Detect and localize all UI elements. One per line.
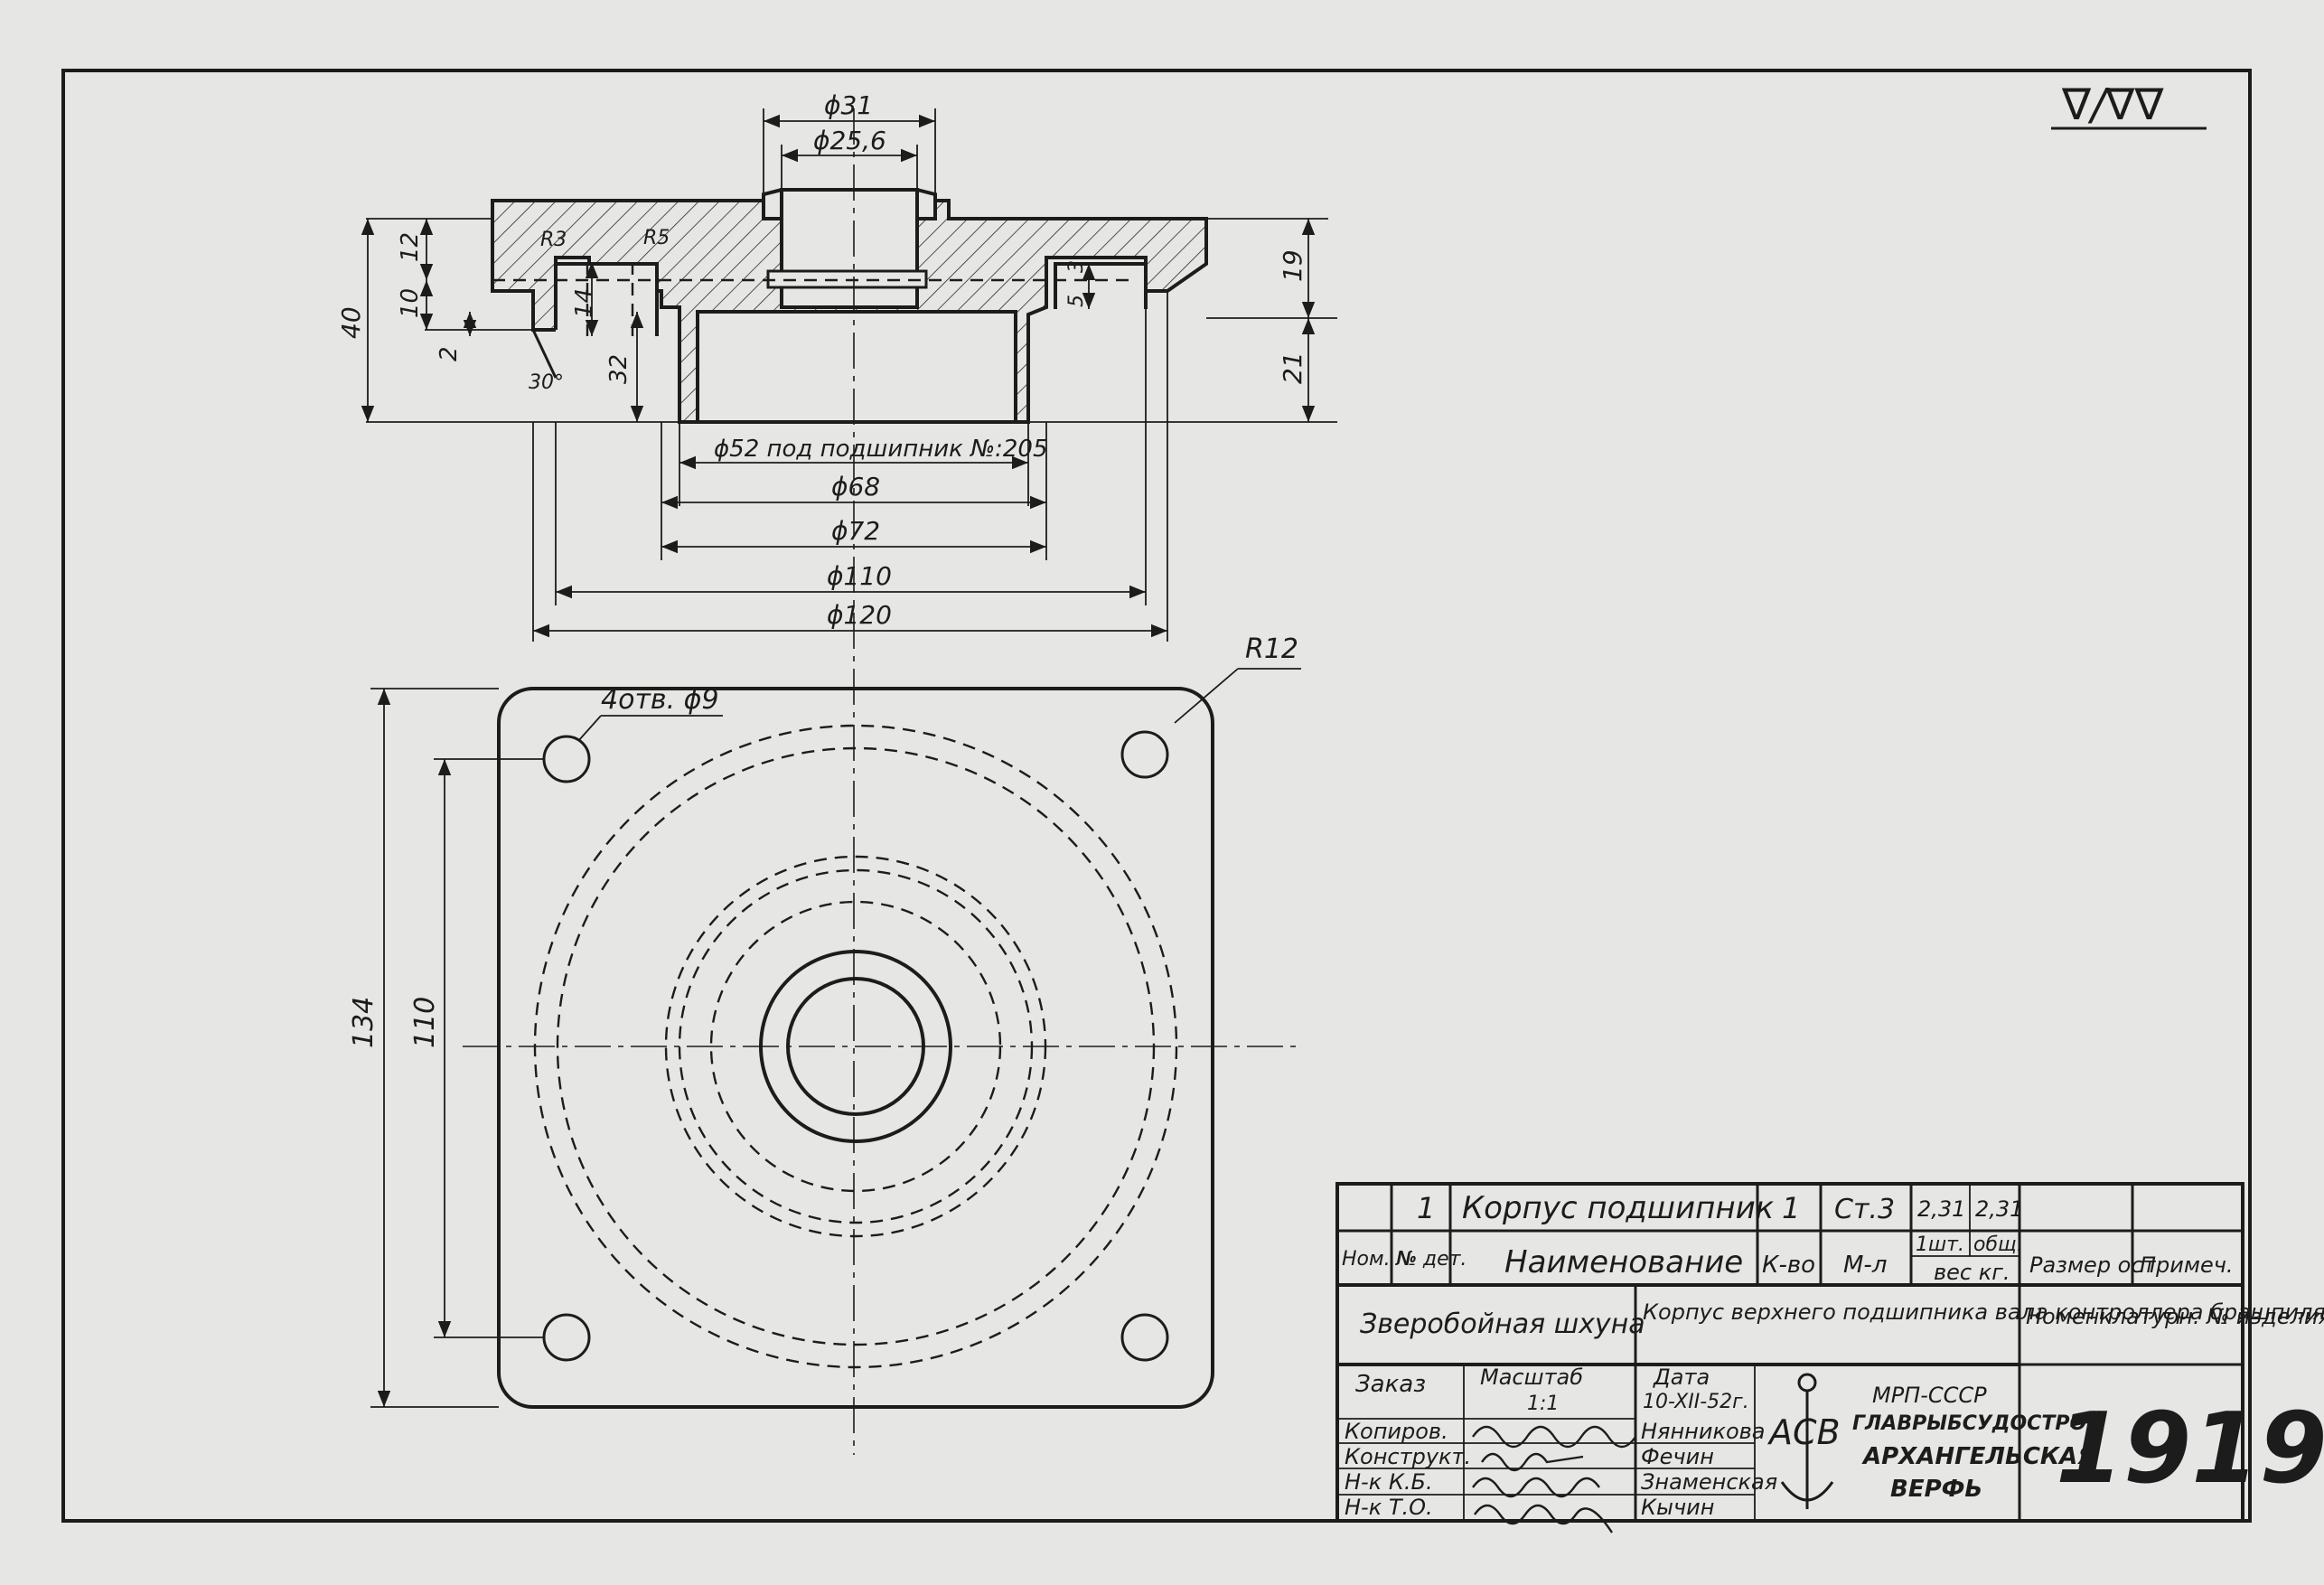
dim-d68: ϕ68 [831,472,880,502]
dim-h2: 2 [436,346,463,361]
tb-row1-num: 1 [1417,1191,1435,1225]
tb-role-3: Н-к Т.О. [1345,1495,1433,1520]
dim-h21: 21 [1278,352,1307,384]
dim-h14: 14 [571,288,598,318]
tb-row1-weight-unit: 2,31 [1917,1196,1965,1222]
org-text: МРП-СССР ГЛАВРЫБСУДОСТРОЙ АРХАНГЕЛЬСКАЯ … [1852,1383,2104,1503]
tb-row1-material: Ст.3 [1834,1194,1895,1225]
tb-row1-weight-total: 2,31 [1975,1196,2023,1222]
dim-a30: 30° [529,371,564,394]
svg-text:∇/∇∇: ∇/∇∇ [2061,80,2164,130]
section-view: ϕ31 ϕ25,6 ϕ52 под подшипник №:205 ϕ68 ϕ7… [336,90,1337,1455]
mounting-hole [542,1313,591,1362]
tb-date-label: Дата [1653,1365,1710,1390]
flange-outline [497,687,1214,1409]
mounting-hole [1120,1313,1169,1362]
svg-text:МРП-СССР: МРП-СССР [1872,1383,1987,1408]
dim-h32: 32 [605,354,633,384]
mounting-hole [542,735,591,783]
handwritten-signatures [1472,1425,1636,1533]
title-block: 1 Корпус подшипник 1 Ст.3 2,31 2,31 Ном.… [1335,1182,2324,1533]
tb-role-0: Копиров. [1345,1419,1448,1444]
tb-h-note: Примеч. [2140,1252,2234,1278]
dim-w110: 110 [409,997,441,1048]
dim-h12: 12 [397,232,424,262]
dim-h5: 5 [1065,295,1088,307]
tb-h-obsh: общ. [1973,1233,2023,1256]
tb-name-0: Нянникова [1641,1419,1766,1444]
tb-role-2: Н-к К.Б. [1345,1469,1433,1495]
drawing-number: 1919 [2056,1393,2324,1505]
dim-d25-6: ϕ25,6 [813,126,886,155]
tb-vessel: Зверобойная шхуна [1360,1308,1645,1340]
surface-finish-mark: ∇/∇∇ [2051,80,2207,130]
tb-nomenclature: Номенклатурн. № изделия [2026,1304,2324,1329]
tb-row1-name: Корпус подшипник [1462,1190,1775,1226]
dim-r5: R5 [643,227,670,249]
tb-order-label: Заказ [1355,1371,1426,1398]
dim-w134: 134 [348,997,380,1048]
svg-text:ГЛАВРЫБСУДОСТРОЙ: ГЛАВРЫБСУДОСТРОЙ [1852,1411,2104,1435]
shipyard-logo: АСВ [1766,1373,1841,1509]
dim-h3: 3 [1065,260,1088,273]
tb-h-ves: вес кг. [1934,1260,2010,1285]
tb-date-value: 10-XII-52г. [1643,1391,1749,1413]
dim-d110: ϕ110 [827,561,892,591]
tb-role-1: Конструкт. [1345,1444,1471,1469]
tb-h-det: № дет. [1395,1248,1467,1271]
dim-h40: 40 [336,306,366,339]
tb-scale-label: Масштаб [1480,1365,1583,1390]
tb-h-material: М-л [1843,1252,1887,1279]
mounting-hole [1120,730,1169,779]
plan-view: R12 4отв. ϕ9 134 110 [348,633,1301,1409]
dim-h19: 19 [1278,249,1307,282]
tb-h-name: Наименование [1504,1244,1743,1280]
dim-d52-note: ϕ52 под подшипник №:205 [714,436,1048,463]
tb-name-3: Кычин [1641,1495,1714,1520]
tb-scale-value: 1:1 [1527,1393,1559,1415]
dim-holes: 4отв. ϕ9 [601,684,719,716]
dim-r12: R12 [1245,633,1298,665]
tb-name-1: Фечин [1641,1444,1714,1469]
tb-h-nom: Ном. № [1342,1248,1417,1271]
dim-r3: R3 [540,229,567,251]
drawing-frame [61,69,2252,1523]
svg-text:ВЕРФЬ: ВЕРФЬ [1890,1476,1982,1503]
dim-d120: ϕ120 [827,600,892,630]
tb-name-2: Знаменская [1641,1469,1777,1495]
tb-row1-qty: 1 [1782,1191,1800,1225]
dim-h10: 10 [397,288,424,318]
svg-text:АРХАНГЕЛЬСКАЯ: АРХАНГЕЛЬСКАЯ [1861,1443,2095,1470]
dim-d31: ϕ31 [824,90,873,120]
tb-part-title: Корпус верхнего подшипника вала контролл… [1643,1299,2324,1325]
tb-h-qty: К-во [1762,1252,1815,1279]
dim-d72: ϕ72 [831,516,880,546]
tb-h-size: Размер ост [2029,1252,2157,1278]
tb-h-sht: 1шт. [1916,1233,1964,1256]
svg-text:АСВ: АСВ [1766,1412,1841,1452]
